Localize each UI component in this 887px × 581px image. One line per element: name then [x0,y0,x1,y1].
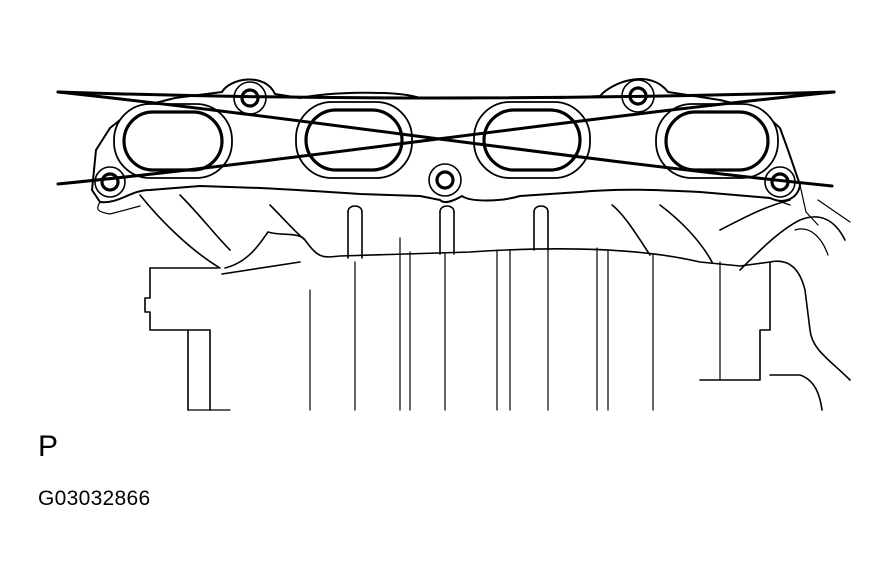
cross-out-lines [56,90,836,188]
view-marker: P [38,430,59,463]
intake-port-3 [473,101,591,179]
bolt-hole-center [428,163,462,197]
intake-gasket [91,78,819,226]
cylinder-head-outline [139,194,851,411]
intake-port-1 [113,103,233,179]
intake-port-2 [295,101,413,179]
intake-port-4 [655,103,779,179]
figure-code: G03032866 [38,487,151,510]
gasket-diagram [56,78,851,411]
bolt-hole-lower-left [94,166,126,198]
